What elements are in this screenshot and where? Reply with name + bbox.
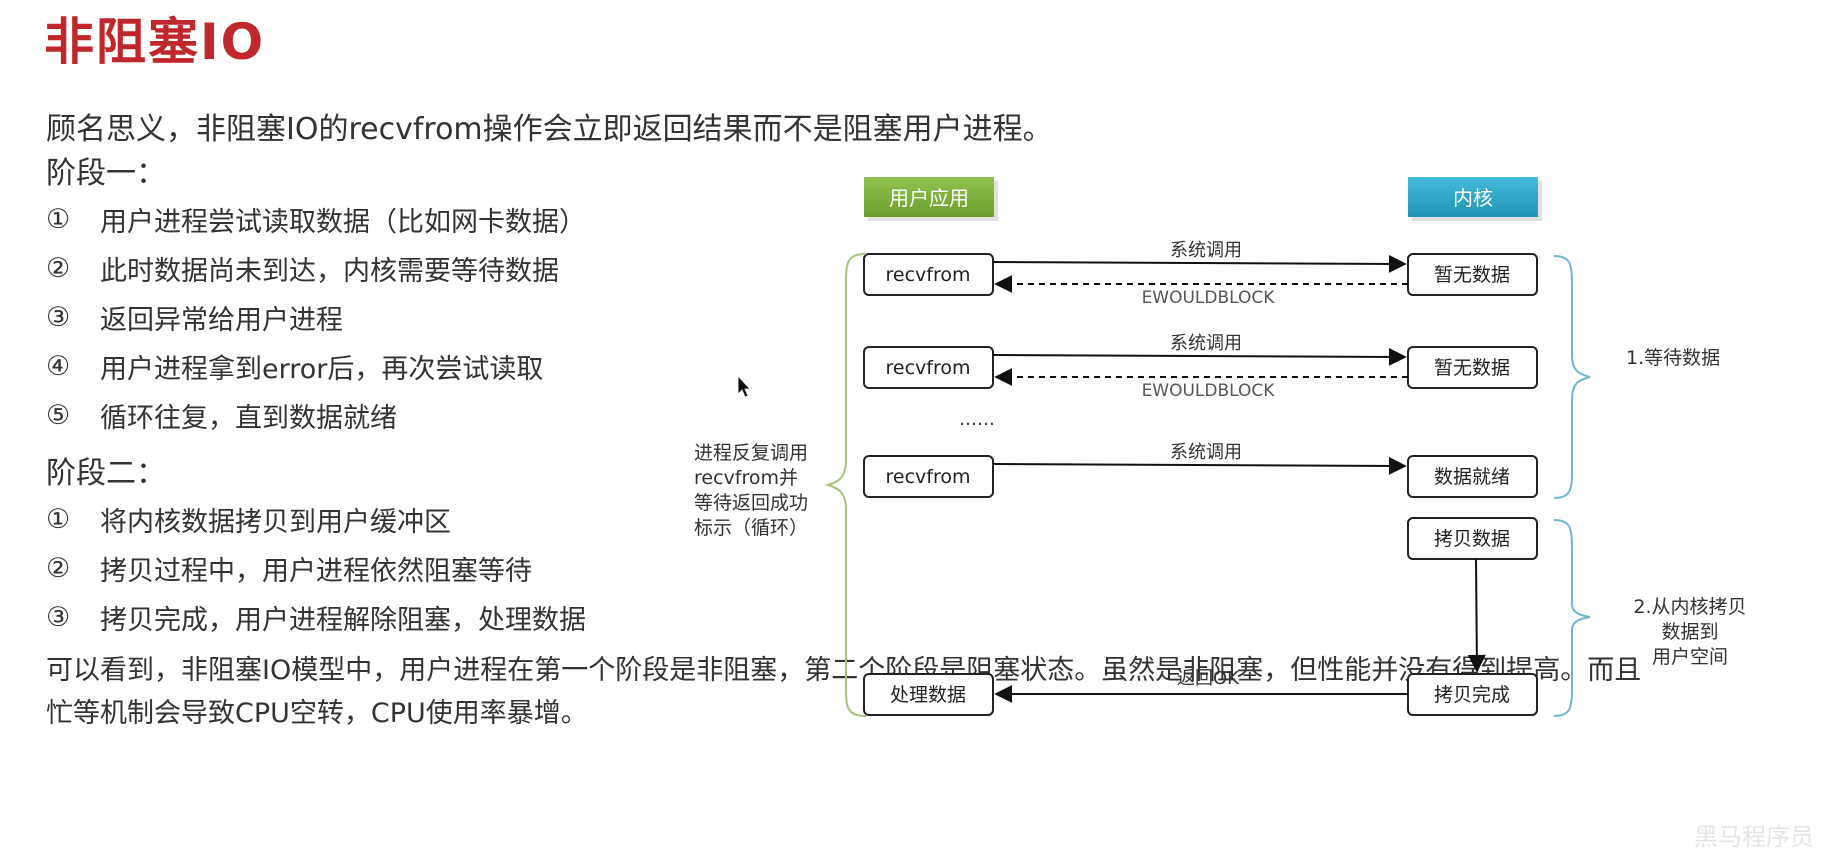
stage1-step: ⑤ 循环往复，直到数据就绪 [46, 396, 397, 435]
step-number: ③ [46, 302, 71, 333]
stage1-step: ③ 返回异常给用户进程 [46, 298, 343, 337]
syscall-arrow [992, 456, 1407, 475]
step-number: ⑤ [46, 400, 71, 431]
step-text: 将内核数据拷贝到用户缓冲区 [100, 507, 451, 538]
user-box: recvfrom [863, 346, 994, 389]
step-text: 用户进程尝试读取数据（比如网卡数据） [100, 207, 586, 238]
syscall-arrow [992, 254, 1407, 273]
stage1-step: ④ 用户进程拿到error后，再次尝试读取 [46, 347, 543, 386]
syscall-label: 系统调用 [1170, 442, 1242, 463]
conclusion-line-1: 可以看到，非阻塞IO模型中，用户进程在第一个阶段是非阻塞，第二个阶段是阻塞状态。… [46, 655, 1642, 686]
stage1-step: ② 此时数据尚未到达，内核需要等待数据 [46, 249, 559, 288]
left-note-line: recvfrom并 [694, 467, 798, 489]
copy-arrow [1467, 558, 1486, 673]
step-number: ② [46, 253, 71, 284]
step-text: 此时数据尚未到达，内核需要等待数据 [100, 256, 559, 287]
user-box-label: 处理数据 [890, 684, 966, 706]
left-note-line: 等待返回成功 [694, 492, 808, 514]
kernel-box-label: 暂无数据 [1434, 357, 1510, 379]
phase2-label-line: 数据到 [1661, 621, 1718, 643]
kernel-box-label: 数据就绪 [1434, 466, 1510, 488]
syscall-arrow [992, 347, 1407, 366]
ewouldblock-label: EWOULDBLOCK [1142, 381, 1276, 401]
kernel-box-label: 拷贝数据 [1434, 528, 1510, 550]
left-note-line: 进程反复调用 [694, 442, 808, 464]
step-text: 返回异常给用户进程 [100, 305, 343, 336]
kernel-box: 拷贝数据 [1407, 517, 1538, 560]
step-text: 拷贝过程中，用户进程依然阻塞等待 [100, 556, 532, 587]
conclusion-line-2: 忙等机制会导致CPU空转，CPU使用率暴增。 [46, 698, 588, 729]
phase1-label: 1.等待数据 [1626, 347, 1720, 369]
user-box: recvfrom [863, 253, 994, 296]
stage2-heading: 阶段二： [46, 456, 166, 491]
stage1-heading: 阶段一： [46, 156, 166, 191]
step-number: ③ [46, 602, 71, 633]
user-box-label: recvfrom [886, 357, 971, 379]
kernel-box: 暂无数据 [1407, 253, 1538, 296]
left-note-line: 标示（循环） [694, 517, 808, 539]
phase2-label-line: 2.从内核拷贝 [1633, 596, 1746, 618]
mouse-cursor-icon [737, 374, 751, 398]
step-number: ④ [46, 351, 71, 382]
user-app-header-label: 用户应用 [889, 186, 969, 210]
intro-text: 顾名思义，非阻塞IO的recvfrom操作会立即返回结果而不是阻塞用户进程。 [46, 112, 1053, 147]
user-box: recvfrom [863, 455, 994, 498]
user-app-header: 用户应用 [864, 177, 998, 221]
step-text: 用户进程拿到error后，再次尝试读取 [100, 354, 544, 385]
kernel-header-label: 内核 [1453, 186, 1493, 210]
user-box: 处理数据 [863, 673, 994, 716]
return-ok-label: 返回OK [1177, 668, 1240, 689]
step-number: ② [46, 553, 71, 584]
kernel-box: 暂无数据 [1407, 346, 1538, 389]
phase2-brace [1553, 519, 1591, 717]
kernel-header: 内核 [1408, 177, 1542, 221]
syscall-label: 系统调用 [1170, 333, 1242, 354]
kernel-box: 数据就绪 [1407, 455, 1538, 498]
page-title: 非阻塞IO [44, 13, 266, 71]
ellipsis-mark: …… [959, 409, 995, 430]
step-text: 拷贝完成，用户进程解除阻塞，处理数据 [100, 605, 586, 636]
watermark: 黑马程序员 [1694, 823, 1814, 851]
kernel-box-label: 拷贝完成 [1434, 684, 1510, 706]
syscall-label: 系统调用 [1170, 240, 1242, 261]
left-brace [824, 253, 867, 717]
stage2-step: ② 拷贝过程中，用户进程依然阻塞等待 [46, 549, 532, 588]
phase1-brace [1553, 255, 1591, 499]
phase2-label-line: 用户空间 [1652, 646, 1728, 668]
stage1-step: ① 用户进程尝试读取数据（比如网卡数据） [46, 200, 586, 239]
kernel-box: 拷贝完成 [1407, 673, 1538, 716]
stage2-step: ① 将内核数据拷贝到用户缓冲区 [46, 500, 451, 539]
step-text: 循环往复，直到数据就绪 [100, 403, 397, 434]
user-box-label: recvfrom [886, 466, 971, 488]
step-number: ① [46, 504, 71, 535]
kernel-box-label: 暂无数据 [1434, 264, 1510, 286]
stage2-step: ③ 拷贝完成，用户进程解除阻塞，处理数据 [46, 598, 586, 637]
ewouldblock-label: EWOULDBLOCK [1142, 288, 1276, 308]
user-box-label: recvfrom [886, 264, 971, 286]
step-number: ① [46, 204, 71, 235]
